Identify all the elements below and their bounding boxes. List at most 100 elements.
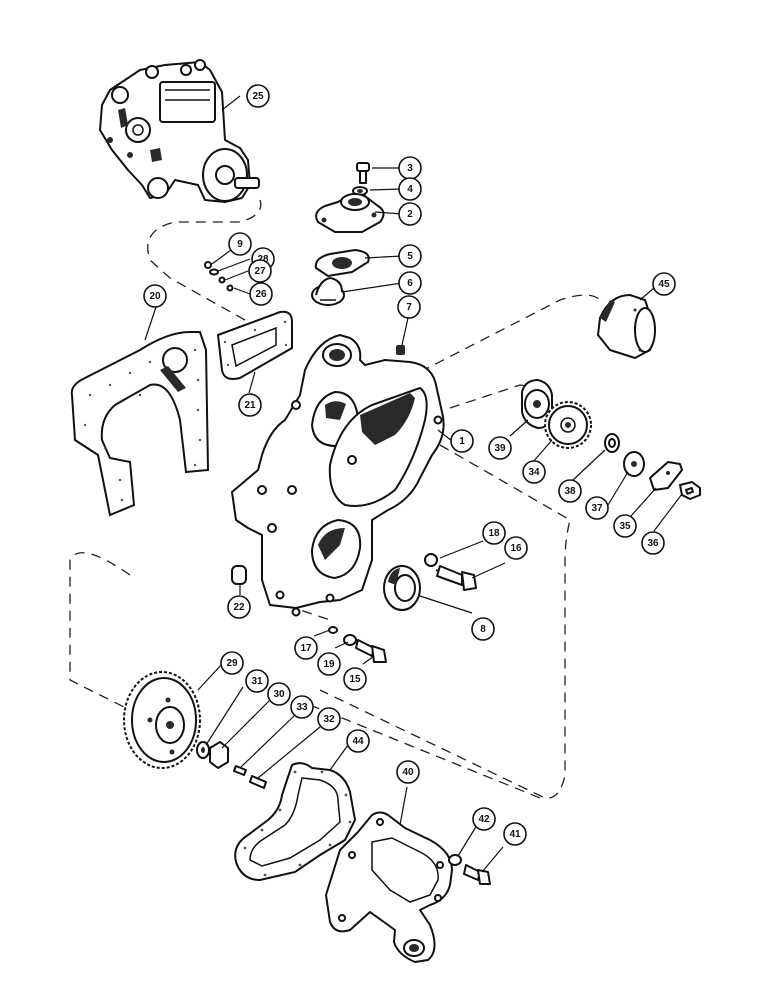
callout-20: 20	[143, 284, 167, 308]
callout-number: 20	[149, 291, 161, 302]
callout-number: 9	[237, 239, 243, 250]
callout-34: 34	[522, 460, 546, 484]
callout-number: 2	[407, 209, 413, 220]
callout-number: 4	[407, 184, 413, 195]
callout-circle	[294, 636, 318, 660]
callout-number: 19	[323, 659, 335, 670]
callout-number: 45	[658, 279, 670, 290]
gasket-part-21	[216, 310, 293, 380]
washer-part-18	[424, 553, 438, 567]
callout-circle	[238, 393, 262, 417]
callout-number: 40	[402, 767, 414, 778]
callout-number: 25	[252, 91, 264, 102]
bolt-part-41	[463, 864, 491, 885]
callout-circle	[641, 531, 665, 555]
bolt-part-16	[435, 565, 477, 591]
lock-tab-part-35	[649, 461, 683, 491]
callout-circle	[227, 595, 251, 619]
callout-5: 5	[398, 244, 422, 268]
callout-circle	[245, 669, 269, 693]
callout-number: 41	[509, 829, 521, 840]
callout-number: 28	[257, 254, 269, 265]
callout-number: 5	[407, 251, 413, 262]
callout-circle	[652, 272, 676, 296]
callout-circle	[317, 652, 341, 676]
callout-circle	[317, 707, 341, 731]
callout-3: 3	[398, 156, 422, 180]
callout-number: 42	[478, 814, 490, 825]
gasket-part-5	[314, 248, 370, 278]
callout-circle	[398, 202, 422, 226]
callout-circle	[450, 429, 474, 453]
washer-part-31	[196, 741, 210, 759]
callout-number: 36	[647, 538, 659, 549]
callout-38: 38	[558, 479, 582, 503]
callout-circle	[504, 536, 528, 560]
callout-circle	[246, 84, 270, 108]
callout-42: 42	[472, 807, 496, 831]
callout-number: 26	[255, 289, 267, 300]
thermostat-part-6	[311, 277, 345, 306]
callout-7: 7	[397, 295, 421, 319]
callout-18: 18	[482, 521, 506, 545]
callout-number: 17	[300, 643, 312, 654]
callout-number: 44	[352, 736, 364, 747]
callout-number: 8	[480, 624, 486, 635]
callout-21: 21	[238, 393, 262, 417]
callout-27: 27	[248, 259, 272, 283]
callout-8: 8	[471, 617, 495, 641]
callout-circle	[249, 282, 273, 306]
callout-circle	[397, 295, 421, 319]
callout-19: 19	[317, 652, 341, 676]
callout-circle	[248, 259, 272, 283]
callout-circle	[220, 651, 244, 675]
callout-circle	[398, 177, 422, 201]
callout-number: 18	[488, 528, 500, 539]
callout-17: 17	[294, 636, 318, 660]
callout-35: 35	[613, 514, 637, 538]
idler-gear-part-34	[544, 401, 592, 449]
callout-29: 29	[220, 651, 244, 675]
callout-circle	[482, 521, 506, 545]
leader-lines	[144, 95, 683, 873]
callout-circle	[228, 232, 252, 256]
washer-part-38	[604, 433, 620, 453]
callout-40: 40	[396, 760, 420, 784]
timing-cover-part-40	[325, 811, 453, 963]
callout-16: 16	[504, 536, 528, 560]
assembly-dashed-lines	[69, 199, 601, 801]
callout-circle	[398, 271, 422, 295]
callout-number: 1	[459, 436, 465, 447]
callout-circle	[346, 729, 370, 753]
plug-part-7	[396, 345, 405, 355]
callout-4: 4	[398, 177, 422, 201]
callout-circle	[398, 244, 422, 268]
timing-cover-gasket-part-20	[70, 331, 210, 517]
dowel-part-22	[231, 565, 247, 585]
key-part-32	[249, 775, 267, 789]
pin-part-33	[233, 765, 247, 776]
nut-part-30	[209, 741, 229, 769]
callout-26: 26	[249, 282, 273, 306]
callout-circle	[488, 436, 512, 460]
callout-number: 35	[619, 521, 631, 532]
thermostat-housing-part-2	[315, 193, 385, 233]
callout-circle	[472, 807, 496, 831]
callout-circle	[343, 667, 367, 691]
callout-33: 33	[290, 695, 314, 719]
callout-39: 39	[488, 436, 512, 460]
callout-circle	[613, 514, 637, 538]
hub-part-45	[597, 294, 656, 359]
callout-number: 30	[273, 689, 285, 700]
callout-number: 6	[407, 278, 413, 289]
callout-37: 37	[585, 496, 609, 520]
callout-number: 21	[244, 400, 256, 411]
oil-seal-part-8	[383, 565, 421, 611]
callout-45: 45	[652, 272, 676, 296]
callout-number: 16	[510, 543, 522, 554]
callout-circle	[143, 284, 167, 308]
callout-circle	[558, 479, 582, 503]
cover-gasket-part-44	[234, 762, 357, 882]
